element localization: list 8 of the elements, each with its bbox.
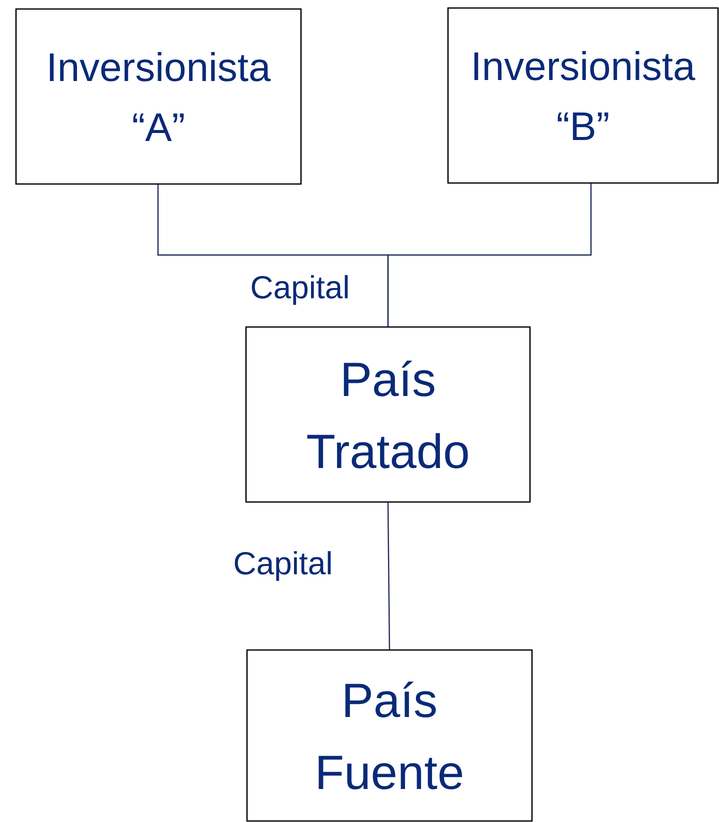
- text-box: País Fuente: [246, 649, 533, 822]
- text-box: Inversionista “A”: [15, 8, 302, 185]
- text-box: Inversionista “B”: [447, 7, 719, 184]
- connector-line: [387, 184, 592, 326]
- edge-label: Capital: [232, 550, 334, 582]
- connector-line: [387, 502, 390, 650]
- text-box: País Tratado: [245, 326, 531, 503]
- edge-label: Capital: [249, 274, 351, 306]
